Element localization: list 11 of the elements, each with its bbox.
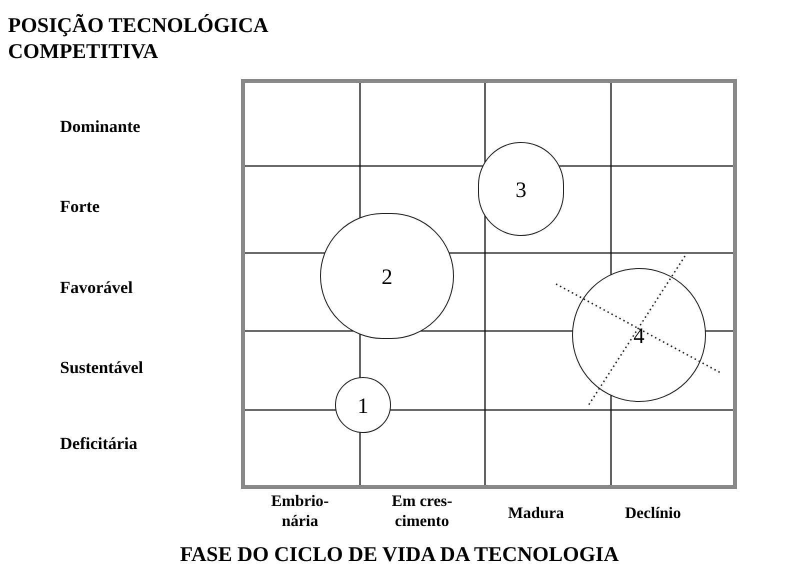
axis-title: FASE DO CICLO DE VIDA DA TECNOLOGIA: [180, 541, 619, 567]
column-label: Embrio- nária: [270, 492, 330, 532]
row-label: Sustentável: [60, 357, 144, 379]
column-label: Em cres- cimento: [390, 492, 454, 532]
row-label: Favorável: [60, 277, 133, 299]
column-label: Declínio: [625, 504, 681, 524]
row-label: Deficitária: [60, 433, 138, 455]
row-label: Dominante: [60, 116, 140, 138]
axis-title: POSIÇÃO TECNOLÓGICA COMPETITIVA: [8, 12, 268, 64]
column-label: Madura: [508, 504, 564, 524]
row-label: Forte: [60, 196, 100, 218]
